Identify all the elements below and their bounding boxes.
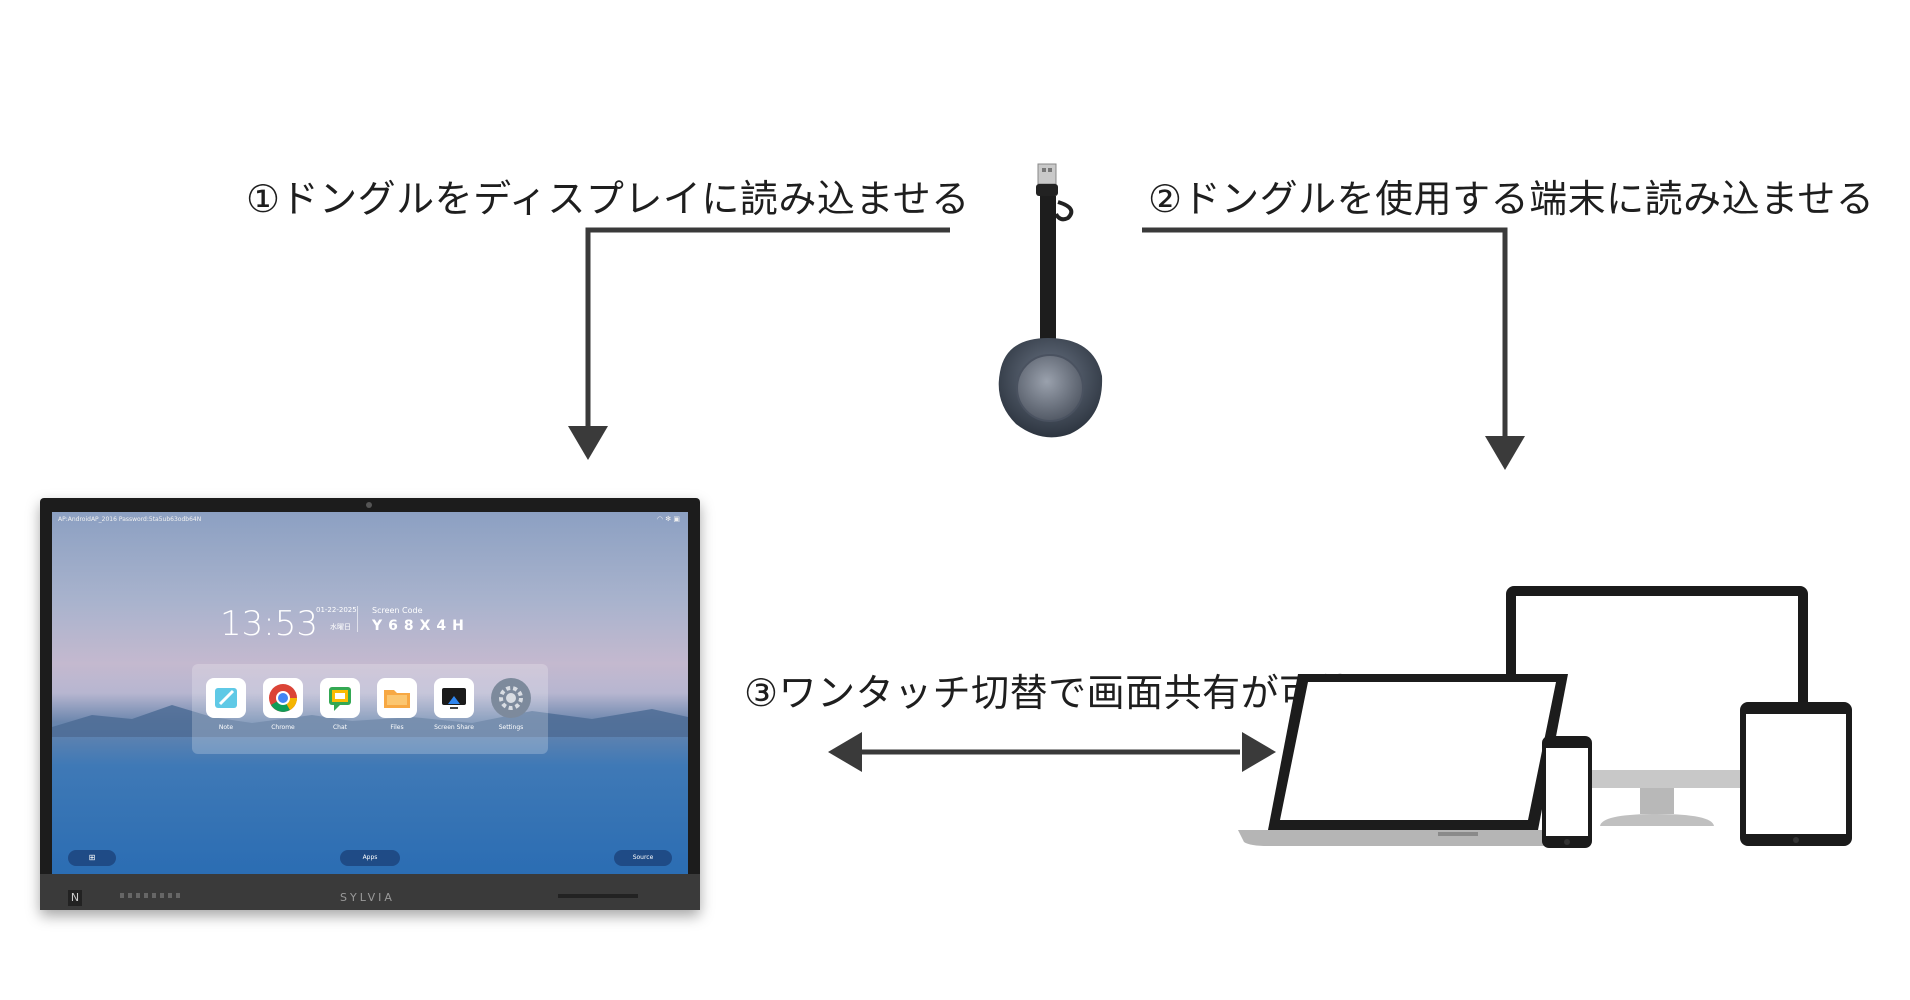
- display-slot: [558, 894, 638, 898]
- wifi-info: AP:AndroidAP_2016 Password:5ta5ub63odb64…: [58, 516, 202, 523]
- screen-share-icon: [434, 678, 474, 718]
- app-label: Files: [390, 724, 404, 731]
- source-button[interactable]: Source: [614, 850, 672, 866]
- laptop-image: [1238, 674, 1568, 846]
- app-settings[interactable]: Settings: [489, 678, 533, 731]
- display-ports: [120, 893, 180, 898]
- arrow-step2-head: [1485, 436, 1525, 470]
- app-label: Screen Share: [434, 724, 474, 731]
- nfc-icon: N: [68, 890, 82, 906]
- screen-code-label: Screen Code: [372, 606, 423, 615]
- note-icon: [206, 678, 246, 718]
- arrow-step3-left-head: [828, 732, 862, 772]
- start-button[interactable]: ⊞: [68, 850, 116, 866]
- chat-icon: [320, 678, 360, 718]
- brand-logo: SYLVIA: [340, 891, 395, 904]
- arrow-step1-head: [568, 426, 608, 460]
- clock-divider: [357, 606, 358, 632]
- apps-button[interactable]: Apps: [340, 850, 400, 866]
- dongle-image: [998, 163, 1103, 438]
- app-chrome[interactable]: Chrome: [261, 678, 305, 731]
- settings-icon: [491, 678, 531, 718]
- bluetooth-icon: ✻: [665, 515, 672, 523]
- clock-weekday: 水曜日: [330, 623, 351, 631]
- tablet-image: [1740, 702, 1852, 846]
- app-chat[interactable]: Chat: [318, 678, 362, 731]
- app-label: Chrome: [271, 724, 295, 731]
- interactive-display: AP:AndroidAP_2016 Password:5ta5ub63odb64…: [40, 498, 700, 910]
- apps-panel: Note Chrome Chat: [192, 664, 548, 754]
- clock-time: 13:53: [220, 604, 318, 644]
- app-label: Note: [218, 724, 234, 731]
- display-screen: AP:AndroidAP_2016 Password:5ta5ub63odb64…: [52, 512, 688, 874]
- app-note[interactable]: Note: [204, 678, 248, 731]
- clock-date: 01-22-2025: [316, 606, 357, 614]
- windows-icon: ⊞: [88, 853, 96, 862]
- app-label: Settings: [498, 724, 524, 731]
- wifi-icon: ◠: [656, 515, 664, 523]
- screen-code-value: Y68X4H: [372, 618, 470, 634]
- mountain-silhouette: [52, 705, 688, 737]
- arrow-step2-line: [1142, 227, 1508, 440]
- app-screen-share[interactable]: Screen Share: [432, 678, 476, 731]
- app-label: Chat: [332, 724, 348, 731]
- files-icon: [377, 678, 417, 718]
- app-files[interactable]: Files: [375, 678, 419, 731]
- display-camera: [366, 502, 372, 508]
- display-bottom-bezel: N SYLVIA: [40, 874, 700, 910]
- step2-label: ②ドングルを使用する端末に読み込ませる: [1148, 177, 1875, 221]
- smartphone-image: [1542, 736, 1592, 848]
- window-icon: ▣: [673, 515, 680, 523]
- dongle-cable: [1040, 196, 1056, 354]
- step3-label: ③ワンタッチ切替で画面共有が可能: [744, 671, 1357, 715]
- arrow-step1-line: [585, 227, 950, 430]
- status-icons: ◠ ✻ ▣: [657, 515, 680, 523]
- step1-label: ①ドングルをディスプレイに読み込ませる: [246, 177, 970, 221]
- chrome-icon: [263, 678, 303, 718]
- arrow-step3-right-head: [1242, 732, 1276, 772]
- usb-connector: [1037, 163, 1057, 185]
- dongle-button: [1016, 354, 1084, 422]
